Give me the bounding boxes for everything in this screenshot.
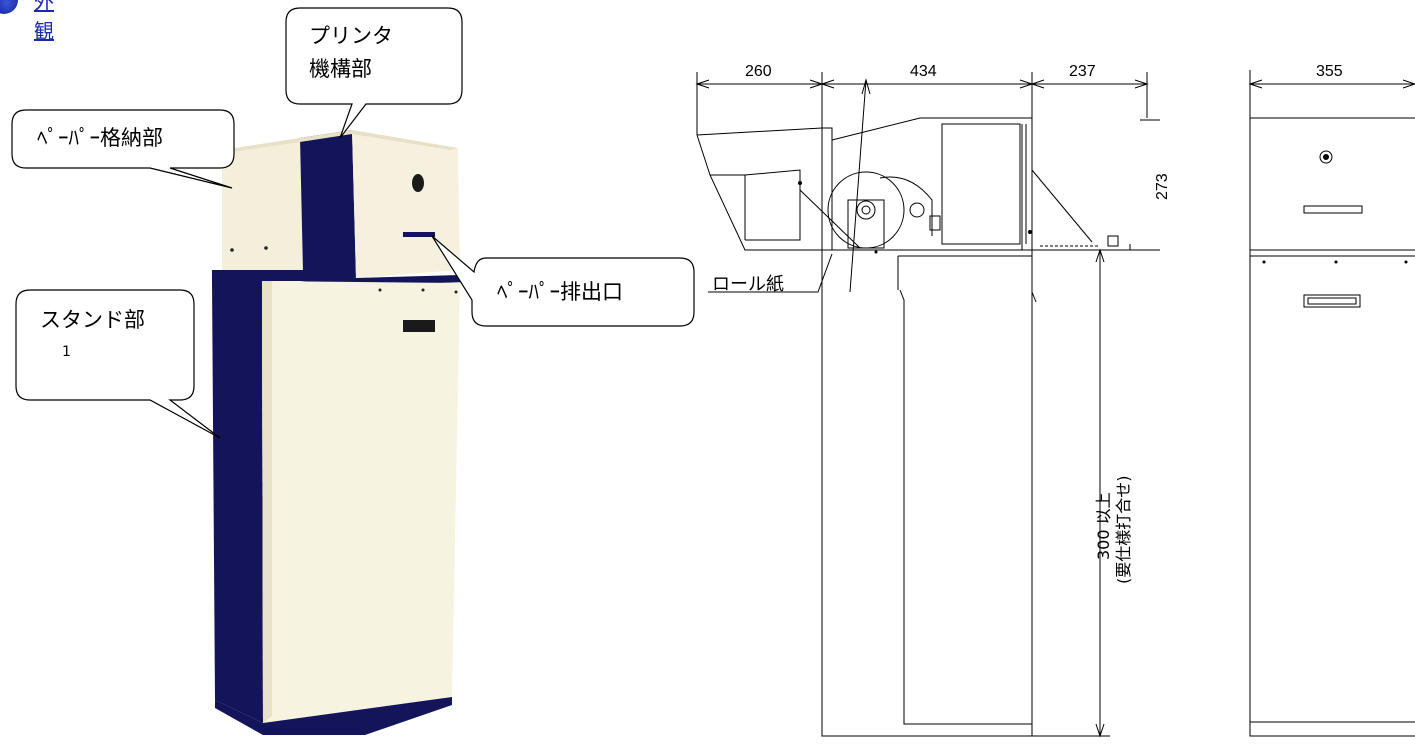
callout-printer-line1: プリンタ xyxy=(309,24,393,48)
section-title: 外観 xyxy=(34,0,54,43)
dim-left-260: 260 xyxy=(745,63,772,80)
callout-paper-storage-label: ﾍﾟｰﾊﾟｰ格納部 xyxy=(37,126,163,150)
callout-paper-exit-label: ﾍﾟｰﾊﾟｰ排出口 xyxy=(497,280,623,304)
stand-slot xyxy=(403,320,435,332)
printer-navy-panel xyxy=(300,130,356,278)
side-view-drawing xyxy=(695,72,1160,738)
stand-height-line2: (要仕様打合せ) xyxy=(1114,475,1133,585)
paper-storage-panel xyxy=(222,138,303,270)
dim-front-355: 355 xyxy=(1316,63,1343,80)
callout-paper-exit-bubble xyxy=(431,235,695,327)
dim-center-434: 434 xyxy=(910,63,937,80)
callout-stand-label: スタンド部 xyxy=(40,308,145,332)
callout-paper-storage-bubble xyxy=(11,109,235,189)
printer-head-panel xyxy=(352,130,460,278)
dim-height-273: 273 xyxy=(1154,173,1171,200)
product-illustration xyxy=(11,7,695,735)
front-view-drawing xyxy=(1248,70,1415,737)
indicator-lamp xyxy=(412,174,424,192)
paper-exit-slot xyxy=(403,232,435,237)
dim-right-237: 237 xyxy=(1069,63,1096,80)
callout-stand-bubble xyxy=(15,289,221,439)
callout-printer-bubble xyxy=(285,7,463,139)
roll-paper-label: ロール紙 xyxy=(712,274,784,295)
stand-navy-side xyxy=(212,281,263,723)
stand-front-panel xyxy=(262,281,460,723)
callout-stand-note: 1 xyxy=(62,344,71,360)
callout-printer-line2: 機構部 xyxy=(309,57,372,81)
